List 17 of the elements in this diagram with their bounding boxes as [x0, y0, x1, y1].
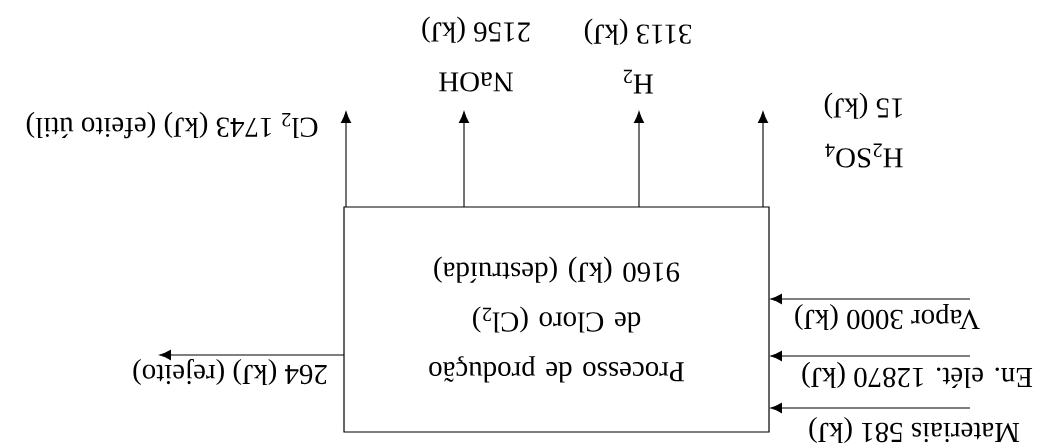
flow-label: En. elét. 12870 (kJ): [802, 361, 1033, 389]
arrow: [340, 111, 352, 208]
arrow: [458, 111, 470, 208]
flow-label: H$_{2}$ 3113 (kJ): [584, 18, 692, 94]
flow-label: NaOH 2156 (kJ): [422, 16, 530, 92]
arrow: [633, 111, 645, 208]
arrow: [159, 349, 345, 361]
flow-label: 264 (kJ) (rejeito): [133, 358, 327, 386]
flow-label: Vapor 3000 (kJ): [795, 303, 980, 331]
process-box: Processo de produção de Cloro (Cl$_{2}$) 9160 (kJ) (destruída): [343, 206, 770, 433]
arrow: [757, 111, 769, 208]
arrow: [770, 293, 971, 305]
arrow: [770, 350, 971, 362]
flow-label: H$_{2}$SO$_{4}$ 15 (kJ): [824, 92, 903, 168]
flow-label: Cl$_{2}$ 1743 (kJ) (efeito útil): [26, 111, 318, 139]
flow-label: Materiais 581 (kJ): [809, 416, 1020, 444]
arrow: [770, 402, 971, 414]
